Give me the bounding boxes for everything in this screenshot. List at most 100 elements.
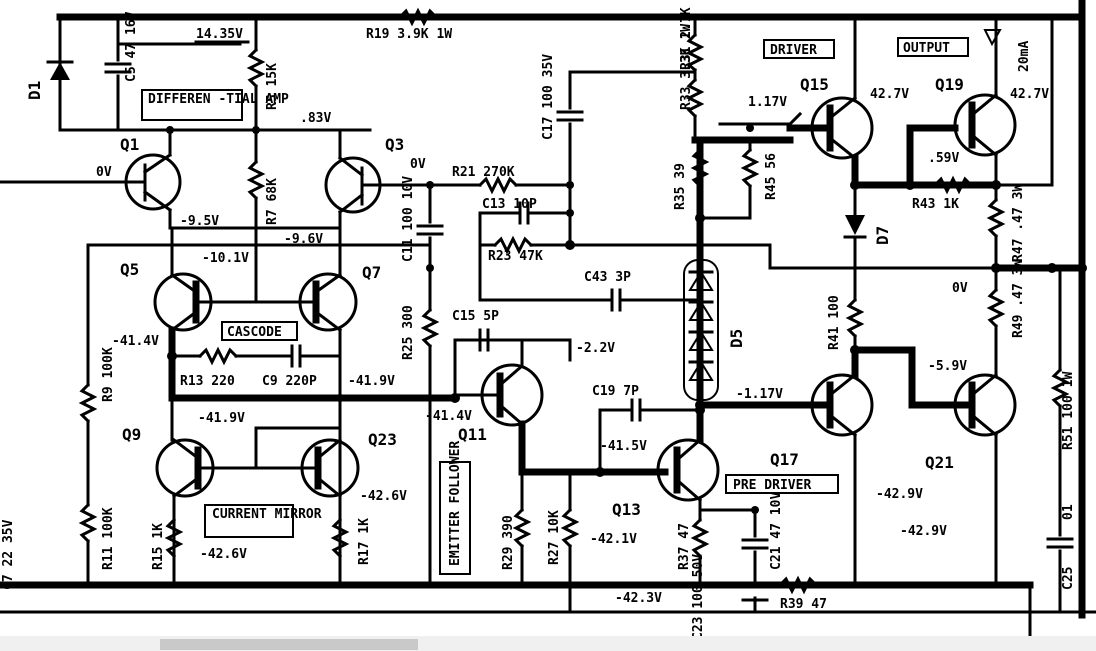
- q17-label: Q17: [770, 450, 799, 469]
- voltage-0-out: 0V: [952, 281, 968, 296]
- c15-label: C15 5P: [452, 309, 499, 324]
- r21-label: R21 270K: [452, 165, 515, 180]
- r9-r11-ladder: [78, 243, 432, 587]
- voltage-minus-9-5: -9.5V: [180, 214, 219, 229]
- voltage-minus-41-9-b: -41.9V: [198, 411, 245, 426]
- voltage-minus-41-9-a: -41.9V: [348, 374, 395, 389]
- q3-transistor: [324, 128, 432, 230]
- cascode-label: CASCODE: [227, 325, 282, 340]
- voltage-minus-42-6-a: -42.6V: [360, 489, 407, 504]
- c13-capacitor: [478, 201, 572, 247]
- r7-label: R7 68K: [265, 178, 280, 225]
- current-mirror-label: CURRENT MIRROR: [212, 507, 322, 522]
- voltage-1-17: 1.17V: [748, 95, 787, 110]
- q5-label: Q5: [120, 260, 139, 279]
- current-20ma: 20mA: [1017, 41, 1032, 72]
- pre-driver-label: PRE DRIVER: [733, 478, 811, 493]
- r49-label: R49 .47 3W: [1011, 260, 1026, 338]
- voltage-0-c11: 0V: [410, 157, 426, 172]
- q1-transistor: [0, 128, 182, 230]
- d5-label: D5: [727, 329, 746, 348]
- voltage-42-7-a: 42.7V: [870, 87, 909, 102]
- voltage-minus-41-4-a: -41.4V: [112, 334, 159, 349]
- voltage-minus-42-6-b: -42.6V: [200, 547, 247, 562]
- r31-r33-column: [685, 15, 803, 220]
- voltage-0-q1: 0V: [96, 165, 112, 180]
- q19-transistor: [953, 15, 1054, 202]
- r13-label: R13 220: [180, 374, 235, 389]
- r11-label: R11 100K: [101, 507, 116, 570]
- voltage-minus-42-9-b: -42.9V: [900, 524, 947, 539]
- driver-block: DRIVER: [763, 39, 835, 59]
- r31-label: R31 2.7K 1W: [679, 0, 694, 70]
- r21-resistor: [428, 175, 572, 195]
- r35-label: R35 39: [673, 163, 688, 210]
- voltage-minus-42-3: -42.3V: [615, 591, 662, 606]
- r9-label: R9 100K: [101, 347, 116, 402]
- pre-driver-block: PRE DRIVER: [725, 474, 839, 494]
- q11-transistor: [453, 328, 669, 476]
- d1-label: D1: [25, 81, 44, 100]
- r5-resistor: [168, 15, 372, 132]
- r39-label: R39 47: [780, 597, 827, 612]
- cascode-block: CASCODE: [221, 321, 298, 341]
- voltage-minus-2-2: -2.2V: [576, 341, 615, 356]
- c7-label: C7 22 35V: [1, 519, 16, 590]
- voltage-minus-10-1: -10.1V: [202, 251, 249, 266]
- q3-label: Q3: [385, 135, 404, 154]
- q19-label: Q19: [935, 75, 964, 94]
- q5-transistor: [153, 226, 258, 402]
- d5-diode-string: [683, 259, 719, 401]
- emitter-follower-block: EMITTER FOLLOWER: [439, 441, 471, 575]
- q15-transistor: [786, 15, 874, 189]
- output-block: OUTPUT: [897, 37, 969, 57]
- c17-label: C17 100 35V: [541, 54, 556, 140]
- voltage-minus-9-6: -9.6V: [284, 232, 323, 247]
- voltage-0-59: .59V: [928, 151, 959, 166]
- r17-resistor: [330, 517, 350, 559]
- r27-label: R27 10K: [547, 510, 562, 565]
- q1-label: Q1: [120, 135, 139, 154]
- q15-label: Q15: [800, 75, 829, 94]
- voltage-minus-42-9-a: -42.9V: [876, 487, 923, 502]
- component-labels: D1 C5 47 16V R5 15K R19 3.9K 1W R31 2.7K…: [1, 0, 1076, 640]
- c43-label: C43 3P: [584, 270, 631, 285]
- r13-c9-network: [170, 344, 342, 368]
- emitter-follower-label: EMITTER FOLLOWER: [448, 441, 463, 566]
- r19-label: R19 3.9K 1W: [366, 27, 452, 42]
- r15-label: R15 1K: [151, 523, 166, 570]
- q23-transistor: [254, 426, 360, 499]
- c23-label: C23 100 50V: [691, 554, 706, 640]
- voltage-42-7-b: 42.7V: [1010, 87, 1049, 102]
- r33-label: R33 3.3K 1W: [679, 24, 694, 110]
- q17-transistor: [696, 346, 874, 587]
- q21-label: Q21: [925, 453, 954, 472]
- current-mirror-block: CURRENT MIRROR: [204, 504, 322, 538]
- scrollbar-thumb[interactable]: [160, 639, 418, 650]
- r47-r49-output: [986, 197, 1087, 362]
- r17-label: R17 1K: [357, 518, 372, 565]
- r29-label: R29 390: [501, 515, 516, 570]
- c9-label: C9 220P: [262, 374, 317, 389]
- q23-label: Q23: [368, 430, 397, 449]
- voltage-annotations: 14.35V .83V 0V 0V -9.5V -9.6V -10.1V -41…: [96, 27, 1049, 606]
- r37-label: R37 47: [677, 523, 692, 570]
- driver-label: DRIVER: [770, 43, 817, 58]
- d1-diode-branch: [46, 15, 242, 132]
- q1-output-label: 01: [1061, 504, 1076, 520]
- c5-label: C5 47 16V: [124, 11, 139, 82]
- voltage-minus-1-17: -1.17V: [736, 387, 783, 402]
- junction-dots: [166, 124, 1001, 514]
- c13-label: C13 10P: [482, 197, 537, 212]
- c25-label: C25: [1061, 567, 1076, 590]
- voltage-14-35: 14.35V: [196, 27, 243, 42]
- voltage-minus-41-4-b: -41.4V: [425, 409, 472, 424]
- r47-label: R47 .47 3W: [1011, 184, 1026, 262]
- r29-r27-resistors: [512, 470, 580, 614]
- r37-c21-network: [690, 508, 819, 614]
- c19-label: C19 7P: [592, 384, 639, 399]
- q7-label: Q7: [362, 263, 381, 282]
- differential-amp-label: DIFFEREN -TIAL AMP: [148, 92, 289, 107]
- c11-capacitor: [416, 183, 444, 587]
